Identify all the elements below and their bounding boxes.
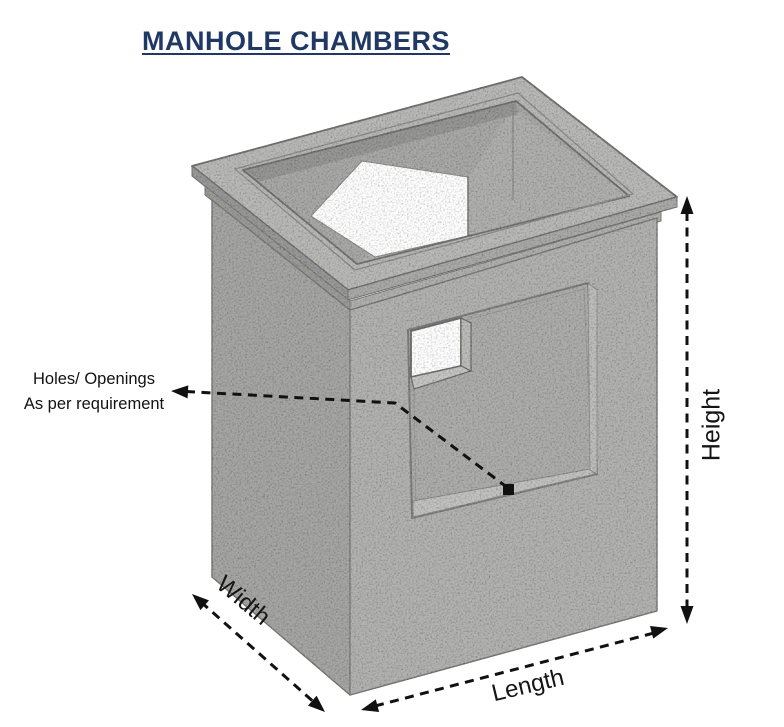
holes-annotation-line1: Holes/ Openings <box>33 370 155 388</box>
chamber-body <box>191 76 678 696</box>
width-dimension-arrow <box>192 594 325 712</box>
rim-opening-reveal <box>243 101 518 183</box>
holes-annotation-line2: As per requirement <box>23 394 165 413</box>
length-arrowhead-right <box>650 626 668 639</box>
wall-hole-jamb <box>460 317 472 372</box>
holes-annotation-leader <box>171 385 514 495</box>
rim-lip-right <box>349 211 662 311</box>
height-dimension-arrow <box>680 196 694 624</box>
height-arrowhead-bottom <box>680 606 694 624</box>
recess-right-reveal <box>587 282 598 475</box>
length-dashed-line <box>374 631 655 708</box>
rim-edge-right <box>347 196 678 301</box>
width-dashed-line <box>200 600 317 706</box>
wall-hole-sill <box>410 365 473 390</box>
width-arrowhead-upper <box>192 594 209 611</box>
length-dimension-arrow <box>361 626 668 712</box>
rim-inner-lip-line <box>233 92 635 271</box>
page-title: MANHOLE CHAMBERS <box>142 26 450 56</box>
height-label: Height <box>697 388 726 462</box>
hole-point-marker <box>503 484 514 495</box>
length-arrowhead-left <box>361 699 380 712</box>
leader-dashed-line <box>185 390 509 490</box>
width-arrowhead-lower <box>308 695 325 712</box>
holes-annotation: Holes/ Openings As per requirement <box>8 367 180 417</box>
height-arrowhead-top <box>680 196 694 214</box>
leader-arrowhead <box>171 385 189 399</box>
chamber-interior-view <box>243 101 629 264</box>
